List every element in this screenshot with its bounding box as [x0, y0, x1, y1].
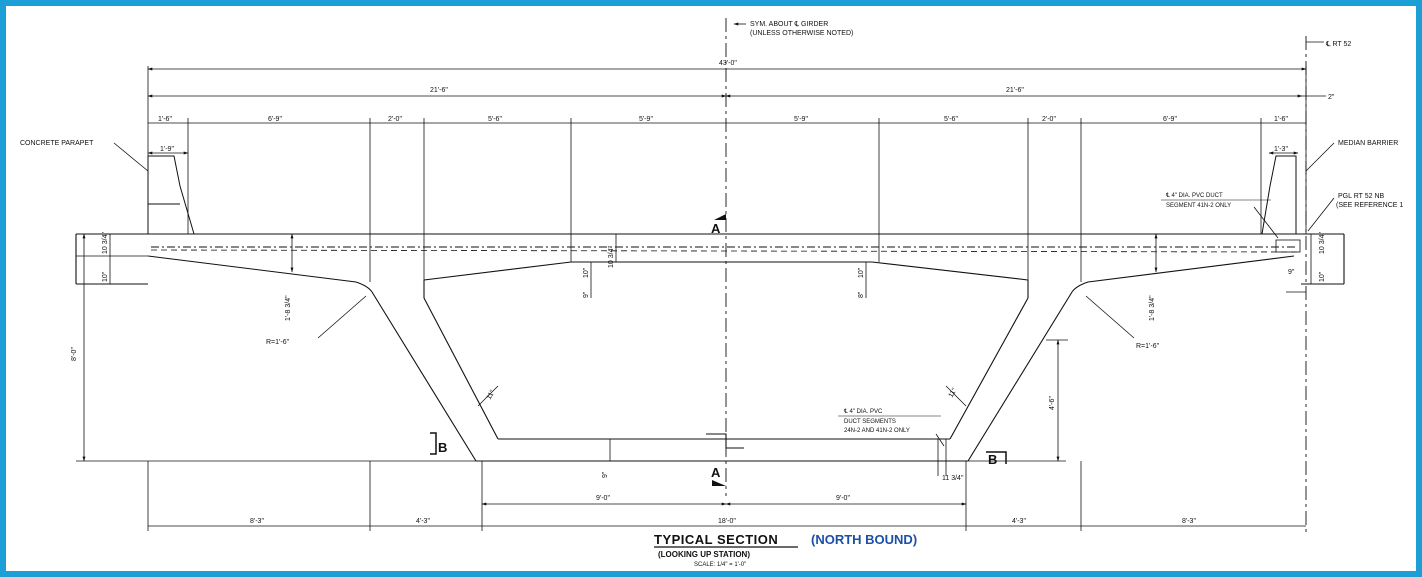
dim-top-l1: 1'-6": [158, 116, 172, 123]
dim-parapet-right: 1'-3": [1274, 146, 1288, 153]
svg-text:A: A: [711, 221, 721, 236]
duct-note-bottom-line3: 24N-2 AND 41N-2 ONLY: [844, 428, 910, 434]
dim-parapet-left: 1'-9": [160, 146, 174, 153]
dim-total: 43'-0": [719, 60, 737, 67]
dim-duct-width: 11 3/4": [942, 475, 964, 482]
dim-bottom-r1: 8'-3": [1182, 518, 1196, 525]
title-scale: SCALE: 1/4" = 1'-0": [694, 562, 746, 568]
dim-bottom-l1: 8'-3": [250, 518, 264, 525]
dim-bottom-half-left: 9'-0": [596, 495, 610, 502]
dim-top-r4: 5'-6": [944, 116, 958, 123]
box-girder-outline: [75, 233, 1345, 462]
section-b-marker-right: B: [986, 451, 1007, 467]
sym-note-line1: SYM. ABOUT ℄ GIRDER: [750, 21, 828, 28]
median-barrier-label: MEDIAN BARRIER: [1338, 140, 1398, 147]
dim-half-right: 21'-6": [1006, 87, 1024, 94]
duct-note-top-line2: SEGMENT 41N-2 ONLY: [1166, 203, 1231, 209]
dim-haunch-left: 1'-8 3/4": [285, 295, 292, 321]
pgl-label-line2: (SEE REFERENCE 1: [1336, 202, 1403, 209]
pgl-label-line1: PGL RT 52 NB: [1338, 193, 1385, 200]
dim-inner-right-a: 10": [858, 267, 865, 278]
dim-top-r2: 6'-9": [1163, 116, 1177, 123]
concrete-parapet-shape: [147, 155, 195, 235]
section-a-marker-bottom: A: [711, 465, 726, 486]
title-direction: (NORTH BOUND): [811, 532, 917, 547]
dim-top-l2: 6'-9": [268, 116, 282, 123]
dim-half-left: 21'-6": [430, 87, 448, 94]
dim-two-inch: 2": [1328, 94, 1335, 101]
svg-text:B: B: [438, 440, 447, 455]
dim-top-r1: 1'-6": [1274, 116, 1288, 123]
duct-note-top-line1: ℄ 4" DIA. PVC DUCT: [1165, 193, 1223, 199]
duct-note-bottom-line2: DUCT SEGMENTS: [844, 419, 896, 425]
dim-inner-left-b: 9": [583, 291, 590, 298]
dim-bottom-l2: 4'-3": [416, 518, 430, 525]
dim-inner-left-a: 10": [583, 267, 590, 278]
dim-top-l3: 2'-0": [388, 116, 402, 123]
dim-top-l5: 5'-9": [639, 116, 653, 123]
section-a-marker-top: A: [711, 214, 726, 236]
section-b-marker-left: B: [430, 432, 447, 455]
dim-top-r5: 5'-9": [794, 116, 808, 123]
radius-right-label: R=1'-6": [1136, 343, 1160, 350]
dim-top-r3: 2'-0": [1042, 116, 1056, 123]
sym-note-line2: (UNLESS OTHERWISE NOTED): [750, 30, 853, 37]
dim-bottom-center: 18'-0": [718, 518, 736, 525]
dim-bottom-slab: 9": [602, 471, 609, 478]
median-barrier-shape: [1261, 155, 1297, 235]
dim-web-right: 11": [948, 387, 959, 399]
dim-depth: 8'-0": [71, 347, 78, 361]
radius-left-label: R=1'-6": [266, 339, 290, 346]
dim-top-l4: 5'-6": [488, 116, 502, 123]
title-main: TYPICAL SECTION: [654, 532, 778, 547]
dim-bottom-r2: 4'-3": [1012, 518, 1026, 525]
title-block: TYPICAL SECTION (NORTH BOUND) (LOOKING U…: [654, 532, 917, 568]
dim-slab-left-b: 10": [102, 271, 109, 282]
dim-bottom-half-right: 9'-0": [836, 495, 850, 502]
svg-text:A: A: [711, 465, 721, 480]
title-sub: (LOOKING UP STATION): [658, 550, 750, 559]
dim-slab-left-a: 10 3/4": [102, 232, 109, 254]
dim-slab-right-a: 10 3/4": [1319, 232, 1326, 254]
dim-slab-right-b: 10": [1319, 271, 1326, 282]
dim-web-height: 4'-6": [1049, 396, 1056, 410]
dim-inner-right-b: 8": [858, 291, 865, 298]
drawing-sheet: A A B B SYM. ABOUT ℄ GIRDER (UNLESS OTHE…: [6, 6, 1416, 571]
concrete-parapet-label: CONCRETE PARAPET: [20, 140, 94, 147]
rt52-label: ℄ RT 52: [1325, 41, 1351, 48]
dim-haunch-right: 1'-8 3/4": [1149, 295, 1156, 321]
dimension-labels: 43'-0" 21'-6" 21'-6" 2" 1'-6" 6'-9" 2'-0…: [71, 60, 1335, 525]
svg-text:B: B: [988, 452, 997, 467]
duct-note-bottom-line1: ℄ 4" DIA. PVC: [843, 409, 883, 415]
dim-inner-center: 10 3/4": [608, 246, 615, 268]
dim-nine-right: 9": [1288, 269, 1295, 276]
typical-section-drawing: A A B B SYM. ABOUT ℄ GIRDER (UNLESS OTHE…: [20, 18, 1403, 568]
dim-web-left: 11": [486, 389, 497, 401]
